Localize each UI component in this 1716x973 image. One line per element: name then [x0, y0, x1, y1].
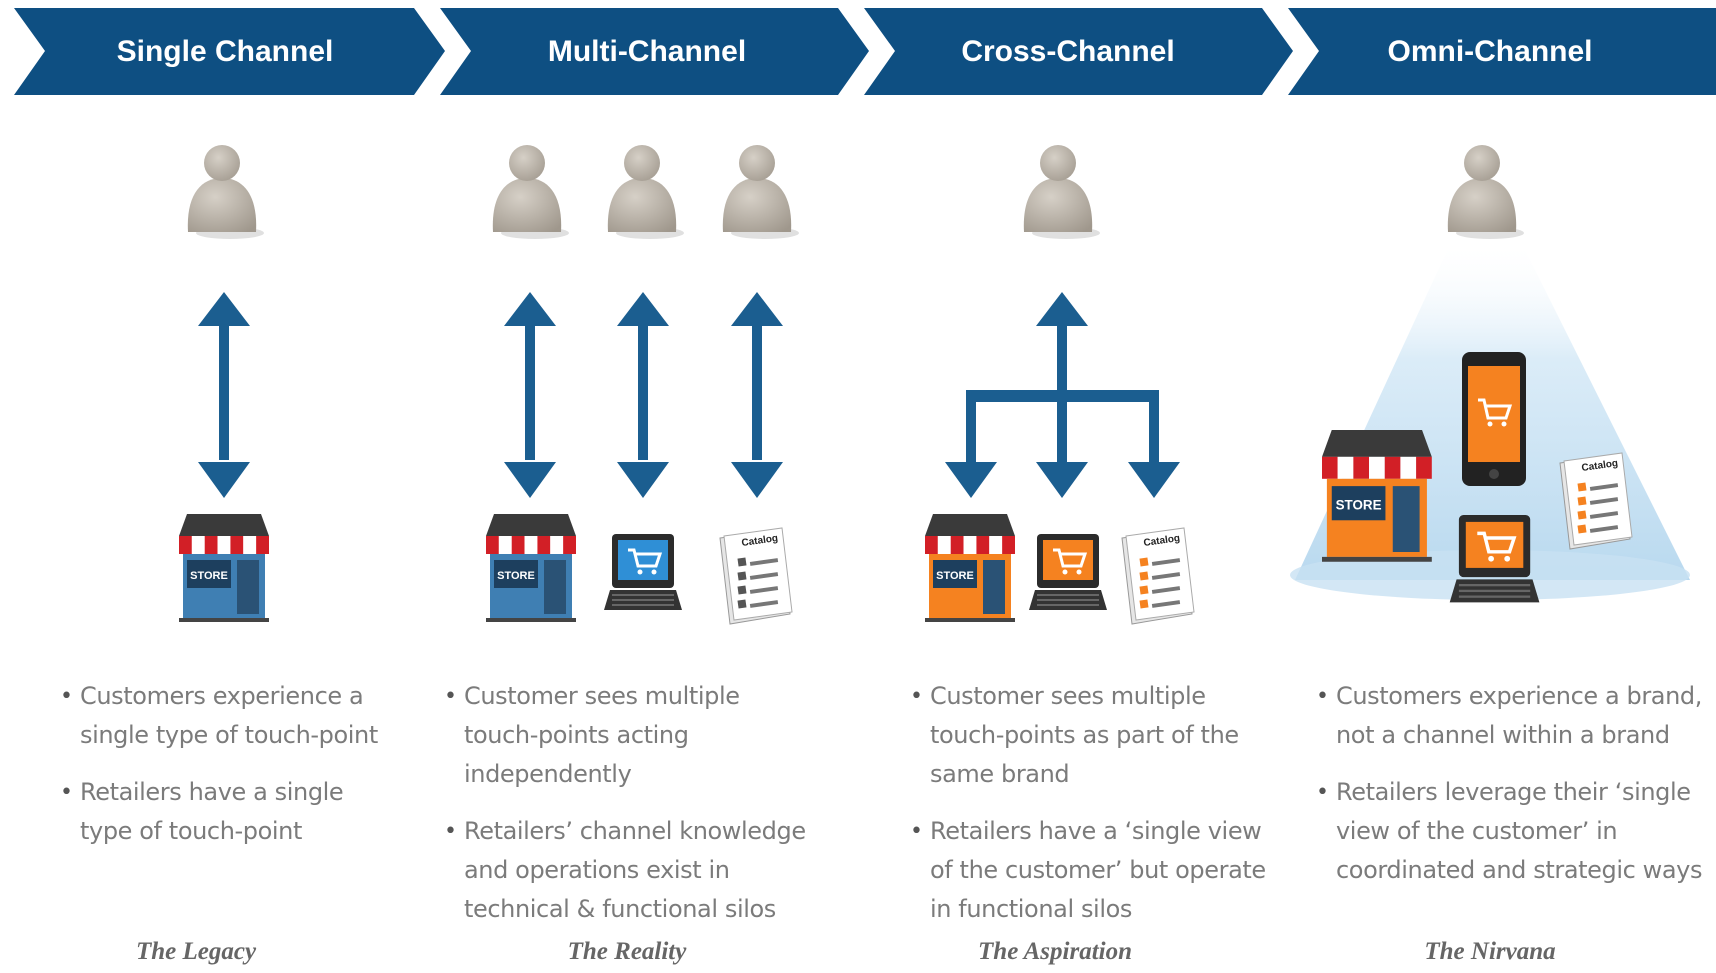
store-icon: STORE: [179, 514, 269, 622]
stage-title: Single Channel: [117, 35, 334, 68]
customer-icon: [1023, 145, 1100, 239]
stage-caption: The Nirvana: [1424, 938, 1556, 965]
customer-icon: [607, 145, 684, 239]
stage-title: Multi-Channel: [548, 35, 746, 68]
laptop-icon: [1449, 515, 1540, 603]
stage-bullets-single-channel: Customers experience a single type of to…: [60, 677, 400, 869]
store-icon: STORE: [1322, 430, 1432, 562]
stage-caption: The Legacy: [135, 938, 257, 965]
svg-text:STORE: STORE: [936, 570, 974, 582]
double-arrow-icon: [731, 292, 783, 498]
catalog-icon: Catalog: [719, 527, 793, 625]
svg-text:Catalog: Catalog: [1143, 533, 1181, 549]
stage-banner: Single Channel Multi-Channel Cross-Chann…: [14, 8, 1716, 95]
stage-title: Omni-Channel: [1387, 35, 1592, 68]
laptop-icon: [1029, 534, 1107, 610]
stage-chevron-multi-channel: [440, 8, 869, 95]
stage-caption: The Aspiration: [978, 938, 1132, 965]
bullet-point: Retailers have a ‘single view of the cus…: [910, 812, 1286, 929]
customer-icon: [722, 145, 799, 239]
customer-icon: [492, 145, 569, 239]
customer-figures: [187, 145, 1524, 239]
stage-bullets-multi-channel: Customer sees multiple touch-points acti…: [444, 677, 814, 947]
customer-icon: [187, 145, 264, 239]
stage-chevron-omni-channel: [1288, 8, 1716, 95]
svg-text:STORE: STORE: [1336, 497, 1382, 512]
stage-title: Cross-Channel: [961, 35, 1174, 68]
catalog-icon: Catalog: [1121, 527, 1195, 625]
bullet-point: Customers experience a single type of to…: [60, 677, 400, 755]
svg-text:Catalog: Catalog: [1581, 458, 1619, 474]
smartphone-icon: [1462, 352, 1526, 486]
stage-chevron-single-channel: [14, 8, 445, 95]
stage-caption: The Reality: [567, 938, 687, 965]
svg-text:STORE: STORE: [190, 570, 228, 582]
bullet-point: Customers experience a brand, not a chan…: [1316, 677, 1706, 755]
branched-arrow-icon: [945, 292, 1180, 498]
svg-text:Catalog: Catalog: [741, 533, 779, 549]
bullet-point: Retailers leverage their ‘single view of…: [1316, 773, 1706, 890]
bullet-point: Retailers’ channel knowledge and operati…: [444, 812, 814, 929]
store-icon: STORE: [486, 514, 576, 622]
svg-text:STORE: STORE: [497, 570, 535, 582]
double-arrow-icon: [504, 292, 556, 498]
bullet-point: Customer sees multiple touch-points acti…: [444, 677, 814, 794]
laptop-icon: [604, 534, 682, 610]
stage-bullets-omni-channel: Customers experience a brand, not a chan…: [1316, 677, 1706, 908]
catalog-icon: Catalog: [1559, 452, 1633, 550]
bullet-point: Retailers have a single type of touch-po…: [60, 773, 400, 851]
bullet-point: Customer sees multiple touch-points as p…: [910, 677, 1286, 794]
connection-arrows: [198, 292, 1180, 498]
double-arrow-icon: [198, 292, 250, 498]
stage-bullets-cross-channel: Customer sees multiple touch-points as p…: [910, 677, 1286, 947]
customer-icon: [1447, 145, 1524, 239]
store-icon: STORE: [925, 514, 1015, 622]
stage-chevron-cross-channel: [864, 8, 1293, 95]
double-arrow-icon: [617, 292, 669, 498]
